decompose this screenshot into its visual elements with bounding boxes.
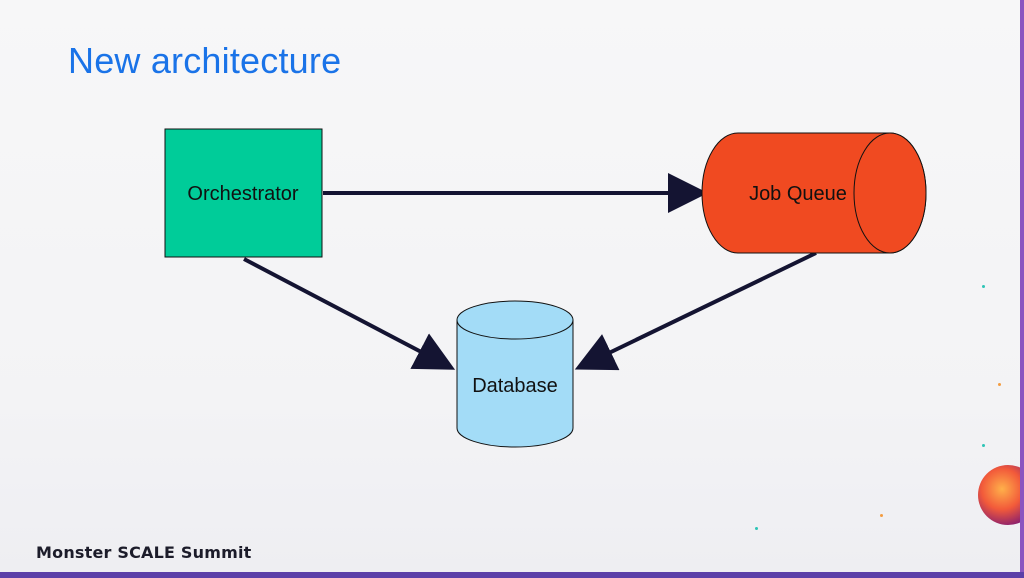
decorative-dot	[998, 383, 1001, 386]
database-label: Database	[472, 375, 558, 397]
decorative-dot	[982, 444, 985, 447]
slide-title: New architecture	[68, 40, 342, 81]
job-queue-node: Job Queue	[701, 132, 927, 254]
edge-orchestrator-to-database	[243, 257, 456, 370]
slide-bottom-bar	[0, 572, 1024, 578]
decorative-dot	[755, 527, 758, 530]
job-queue-label: Job Queue	[749, 183, 847, 205]
database-node: Database	[456, 300, 574, 448]
orchestrator-node: Orchestrator	[164, 128, 323, 258]
brand-logo: Monster SCALE Summit	[36, 543, 252, 562]
decorative-orb	[978, 465, 1024, 525]
decorative-dot	[982, 285, 985, 288]
slide-edge-accent	[1020, 0, 1024, 578]
orchestrator-label: Orchestrator	[187, 183, 298, 205]
edge-job-queue-to-database	[574, 251, 817, 371]
decorative-dot	[880, 514, 883, 517]
